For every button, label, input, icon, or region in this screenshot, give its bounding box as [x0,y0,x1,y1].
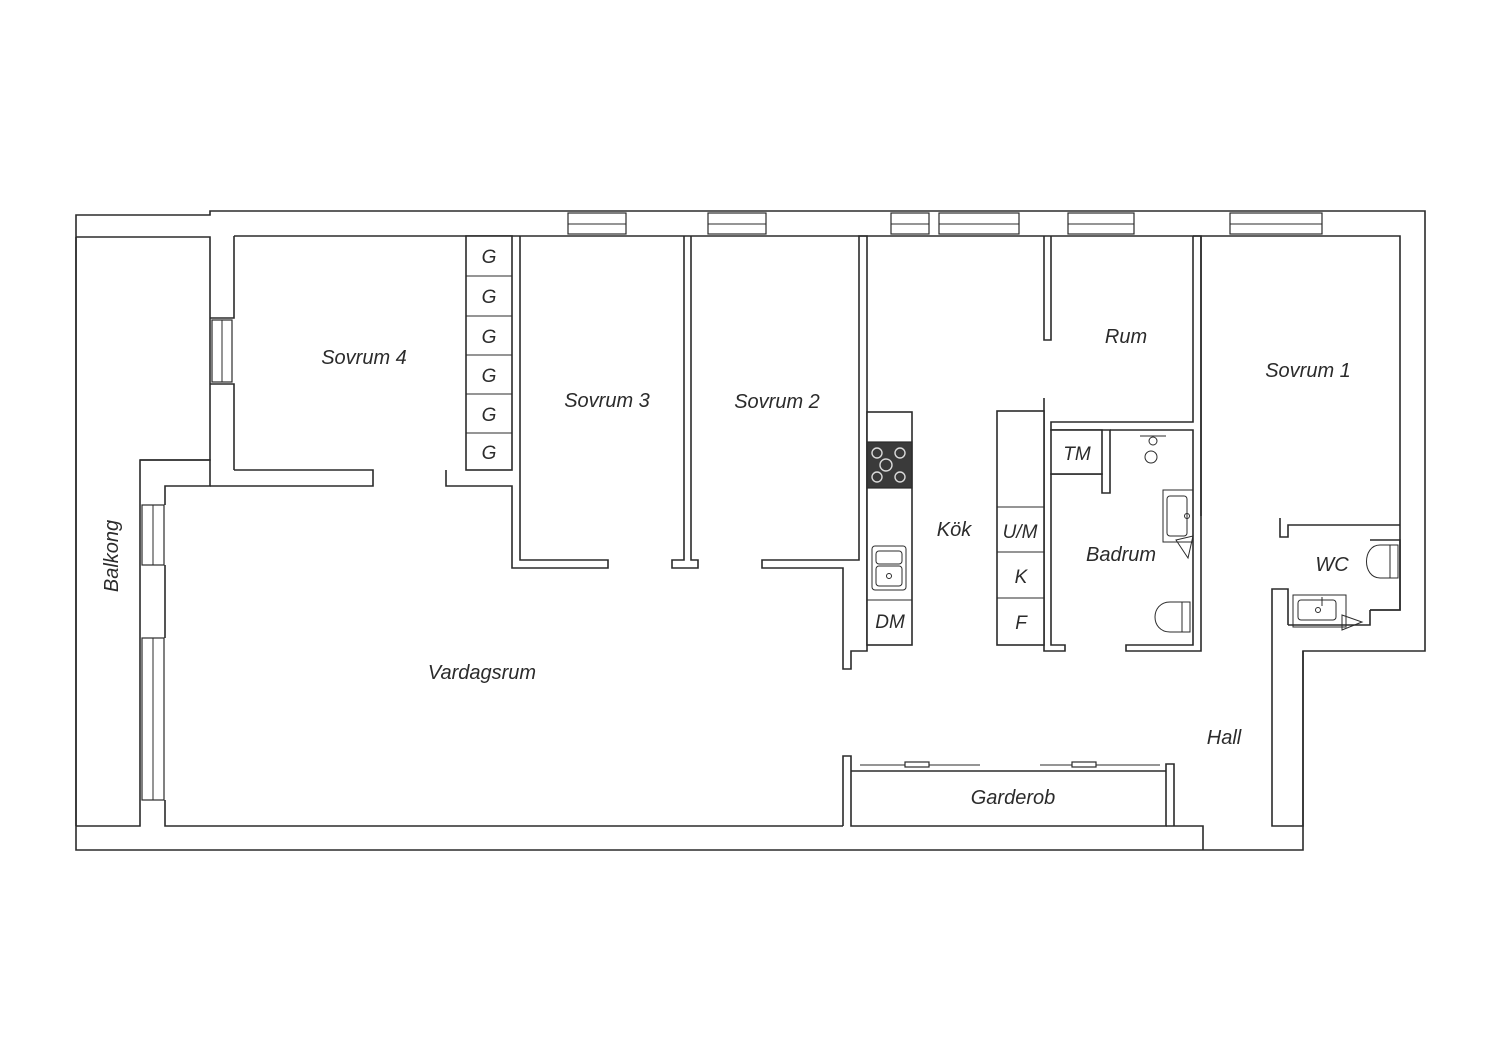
wardrobe-label-6: G [482,443,497,464]
balkong-area [76,236,843,827]
room-label-sovrum-4: Sovrum 4 [321,347,407,369]
room-label-kok: Kök [937,519,972,541]
top-windows [567,212,1323,235]
fixture-label-f: F [1015,613,1028,634]
fixture-label-um: U/M [1003,522,1038,543]
room-label-sovrum-1: Sovrum 1 [1265,360,1351,382]
wardrobe-label-5: G [482,405,497,426]
room-label-vardagsrum: Vardagsrum [428,662,536,684]
washbasin-icon [1162,489,1194,543]
wardrobe-label-3: G [482,327,497,348]
room-label-balkong: Balkong [101,520,123,592]
wc-toilet-icon [1366,544,1399,579]
room-label-sovrum-3: Sovrum 3 [564,390,650,412]
room-label-hall: Hall [1207,727,1242,749]
kitchen-counter [866,410,1045,646]
room-label-garderob: Garderob [971,787,1056,809]
fixture-label-k: K [1015,567,1029,588]
fixture-label-dm: DM [875,612,905,633]
room-label-rum: Rum [1105,326,1147,348]
toilet-icon [1154,601,1191,633]
wc-fixtures [1288,539,1401,631]
room-label-badrum: Badrum [1086,544,1156,566]
fixture-label-tm: TM [1063,444,1091,465]
shower-icon [1140,435,1166,464]
wardrobe-label-4: G [482,366,497,387]
room-label-wc: WC [1315,554,1349,576]
wc-basin-icon [1288,594,1371,631]
outer-walls [75,210,1426,851]
sink-icon [871,545,907,591]
wardrobe-label-2: G [482,287,497,308]
wardrobe-label-1: G [482,247,497,268]
room-label-sovrum-2: Sovrum 2 [734,391,820,413]
interior-walls [210,235,1400,827]
bathroom-fixtures [1050,429,1194,633]
